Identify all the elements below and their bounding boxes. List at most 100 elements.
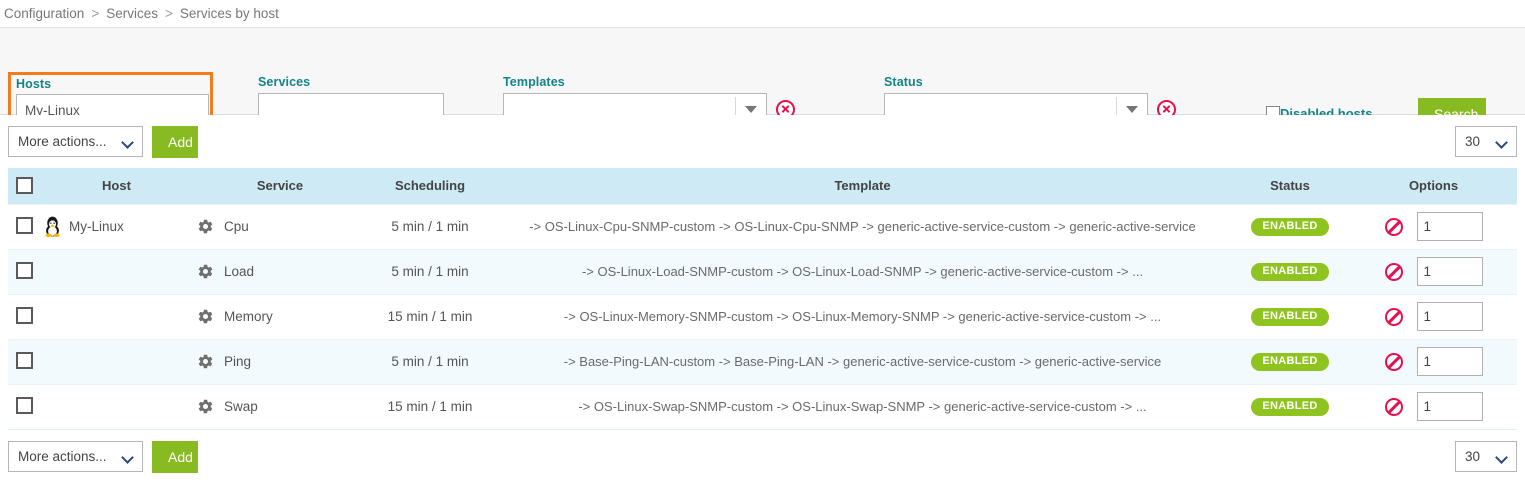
table-row: Swap 15 min / 1 min-> OS-Linux-Swap-SNMP-… [8, 383, 1517, 430]
chevron-down-icon [1126, 106, 1138, 113]
template-chain: -> Base-Ping-LAN-custom -> Base-Ping-LAN… [563, 354, 1162, 369]
select-divider [1116, 97, 1117, 121]
column-header-scheduling[interactable]: Scheduling [365, 168, 495, 204]
options-cell [1350, 383, 1517, 430]
column-header-service[interactable]: Service [190, 168, 365, 204]
template-cell: -> OS-Linux-Swap-SNMP-custom -> OS-Linux… [495, 383, 1230, 430]
service-name[interactable]: Swap [224, 399, 258, 414]
host-name[interactable]: My-Linux [69, 219, 124, 234]
host-cell [40, 248, 190, 294]
page-size-select-bottom[interactable]: 30 [1455, 440, 1517, 472]
gear-icon [198, 219, 213, 234]
breadcrumb-separator: > [164, 6, 173, 21]
template-cell: -> OS-Linux-Cpu-SNMP-custom -> OS-Linux-… [495, 203, 1230, 249]
breadcrumb-item-services[interactable]: Services [106, 6, 158, 21]
service-cell: Memory [190, 293, 365, 339]
options-cell [1350, 293, 1517, 339]
chevron-down-icon [121, 136, 134, 149]
add-button-bottom[interactable]: Add [152, 440, 198, 473]
more-actions-label-top: More actions... [18, 134, 107, 149]
option-value-input[interactable] [1416, 212, 1483, 241]
status-label: Status [884, 75, 923, 89]
more-actions-label-bottom: More actions... [18, 448, 107, 464]
row-checkbox[interactable] [15, 306, 33, 324]
add-button-top[interactable]: Add [152, 126, 198, 158]
service-name[interactable]: Load [224, 264, 255, 279]
status-cell: ENABLED [1230, 293, 1350, 339]
disable-icon[interactable] [1384, 352, 1403, 371]
chevron-down-icon [1495, 450, 1508, 464]
top-action-bar: More actions... Add 30 [0, 115, 1525, 168]
service-name[interactable]: Ping [224, 354, 252, 369]
gear-icon [198, 309, 213, 324]
column-header-host[interactable]: Host [40, 168, 190, 204]
row-checkbox[interactable] [15, 351, 33, 369]
scheduling-cell: 15 min / 1 min [365, 383, 495, 430]
row-checkbox[interactable] [15, 261, 33, 279]
table-row: Ping 5 min / 1 min -> Base-Ping-LAN-custom… [8, 338, 1517, 384]
column-header-status[interactable]: Status [1230, 168, 1350, 204]
select-all-checkbox[interactable] [15, 177, 33, 195]
chevron-down-icon [1495, 136, 1508, 149]
template-cell: -> OS-Linux-Memory-SNMP-custom -> OS-Lin… [495, 293, 1230, 339]
status-cell: ENABLED [1230, 383, 1350, 430]
disable-icon[interactable] [1384, 217, 1403, 236]
breadcrumb-item-services-by-host[interactable]: Services by host [179, 6, 279, 21]
gear-icon [198, 354, 213, 369]
templates-label: Templates [503, 75, 565, 89]
option-value-input[interactable] [1416, 392, 1483, 421]
row-select-cell [8, 383, 40, 430]
disable-icon[interactable] [1384, 397, 1403, 416]
template-chain: -> OS-Linux-Cpu-SNMP-custom -> OS-Linux-… [529, 219, 1196, 234]
select-divider [735, 97, 736, 121]
select-all-header [8, 168, 40, 204]
page-size-select-top[interactable]: 30 [1455, 126, 1517, 157]
chevron-down-icon [121, 450, 134, 464]
filter-panel: Hosts Services Templates Status [0, 27, 1525, 143]
option-value-input[interactable] [1416, 347, 1483, 376]
scheduling-cell: 5 min / 1 min [365, 338, 495, 384]
services-table: Host Service Scheduling Template Status … [8, 168, 1517, 430]
more-actions-select-bottom[interactable]: More actions... [8, 440, 143, 472]
option-value-input[interactable] [1416, 257, 1483, 286]
row-select-cell [8, 293, 40, 339]
service-name[interactable]: Cpu [224, 219, 249, 234]
row-select-cell [8, 248, 40, 294]
row-select-cell [8, 203, 40, 249]
template-cell: -> Base-Ping-LAN-custom -> Base-Ping-LAN… [495, 338, 1230, 384]
disable-icon[interactable] [1384, 307, 1403, 326]
service-name[interactable]: Memory [224, 309, 273, 324]
row-checkbox[interactable] [15, 216, 33, 234]
row-checkbox[interactable] [15, 396, 33, 414]
template-chain: -> OS-Linux-Load-SNMP-custom -> OS-Linux… [581, 264, 1144, 279]
breadcrumb-separator: > [91, 6, 100, 21]
option-value-input[interactable] [1416, 302, 1483, 331]
status-badge: ENABLED [1251, 398, 1329, 416]
row-select-cell [8, 338, 40, 384]
template-cell: -> OS-Linux-Load-SNMP-custom -> OS-Linux… [495, 248, 1230, 294]
gear-icon [198, 399, 213, 414]
host-cell [40, 293, 190, 339]
page-size-value-bottom: 30 [1465, 448, 1481, 464]
more-actions-select-top[interactable]: More actions... [8, 126, 143, 157]
service-cell: Ping [190, 338, 365, 384]
column-header-template[interactable]: Template [495, 168, 1230, 204]
column-header-options: Options [1350, 168, 1517, 204]
status-cell: ENABLED [1230, 203, 1350, 249]
options-cell [1350, 248, 1517, 294]
options-cell [1350, 338, 1517, 384]
linux-penguin-icon [45, 216, 60, 237]
options-cell [1350, 203, 1517, 249]
service-cell: Cpu [190, 203, 365, 249]
disable-icon[interactable] [1384, 262, 1403, 281]
gear-icon [198, 264, 213, 279]
host-cell: My-Linux [40, 203, 190, 249]
host-cell [40, 383, 190, 430]
chevron-down-icon [745, 106, 757, 113]
breadcrumb-item-configuration[interactable]: Configuration [4, 6, 85, 21]
status-badge: ENABLED [1251, 263, 1329, 281]
service-cell: Swap [190, 383, 365, 430]
